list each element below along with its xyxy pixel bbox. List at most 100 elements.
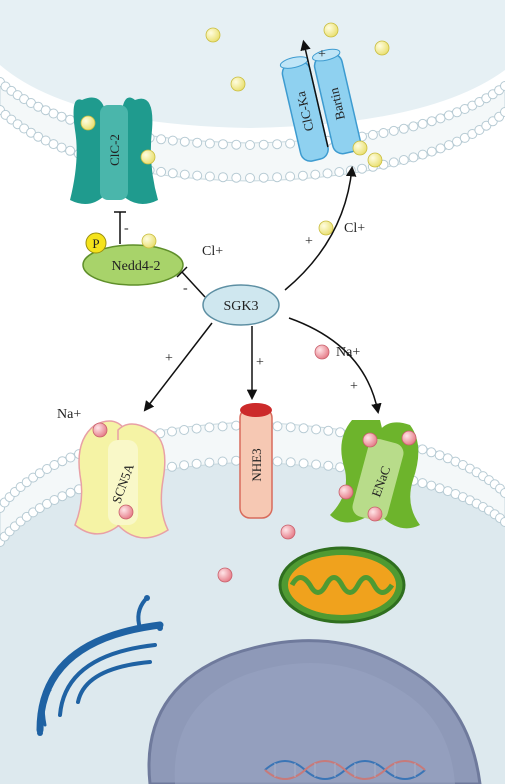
chloride-ion	[323, 22, 339, 38]
lipid-head	[56, 142, 67, 153]
lipid-head	[258, 172, 269, 183]
lipid-head	[357, 163, 367, 174]
lipid-head	[398, 155, 409, 165]
endoplasmic-reticulum	[36, 595, 164, 736]
lipid-head	[285, 138, 296, 149]
lipid-head	[48, 139, 59, 150]
lipid-head	[311, 424, 322, 435]
lipid-head	[417, 149, 428, 160]
sgk3-inhibits-nedd4	[176, 266, 206, 298]
lipid-head	[204, 457, 215, 468]
sodium-ion	[338, 484, 354, 500]
lipid-head	[323, 425, 334, 436]
top-membrane-outer-heads	[0, 77, 505, 150]
lipid-head	[426, 146, 437, 157]
sgk3-nhe3-plus-sign: +	[256, 355, 264, 370]
lipid-head	[156, 166, 167, 177]
sodium-ion	[92, 422, 108, 438]
lipid-head	[204, 171, 215, 182]
lipid-head	[398, 123, 409, 134]
scn5a-channel: SCN5A	[74, 420, 169, 539]
na-label-enac: Na+	[336, 345, 360, 360]
lipid-head	[65, 452, 76, 463]
sgk3-label: SGK3	[223, 299, 258, 314]
sgk3-node: SGK3	[202, 284, 280, 326]
lipid-head	[322, 168, 333, 179]
lipid-head	[323, 460, 334, 471]
lipid-head	[500, 81, 505, 91]
chloride-ion	[205, 27, 221, 43]
sgk3-to-clcka-arrow	[284, 165, 357, 291]
sgk3-scn5a-plus-sign: +	[165, 351, 173, 366]
nedd4-inhibits-clc2	[114, 211, 126, 244]
lipid-head	[231, 172, 242, 183]
lipid-head	[56, 111, 67, 122]
lipid-head	[49, 460, 60, 470]
lipid-head	[179, 169, 190, 180]
sodium-ion	[367, 506, 383, 522]
lipid-head	[192, 170, 203, 181]
lipid-head	[426, 447, 437, 458]
clcka-plus-sign: +	[318, 47, 326, 62]
nedd4-2-node: Nedd4-2	[82, 244, 184, 286]
chloride-ion	[374, 40, 390, 56]
lipid-head	[443, 140, 454, 151]
lipid-head	[285, 171, 296, 182]
chloride-ions	[80, 22, 390, 249]
lipid-head	[297, 170, 308, 181]
chloride-ion	[318, 220, 334, 236]
clcka-efflux-arrow	[300, 39, 329, 148]
mitochondrion	[278, 546, 406, 624]
nucleus-inner	[174, 663, 455, 784]
lipid-head	[408, 152, 419, 163]
lipid-head	[49, 495, 60, 505]
lipid-head	[204, 422, 215, 433]
lipid-head	[218, 172, 228, 183]
lipid-head	[258, 139, 269, 150]
lipid-head	[179, 136, 190, 147]
lipid-head	[57, 491, 68, 502]
lipid-head	[179, 425, 190, 435]
chloride-ion	[141, 233, 157, 249]
lipid-head	[65, 145, 76, 156]
lipid-head	[311, 459, 322, 470]
clc2-label: ClC-2	[107, 134, 122, 166]
lipid-head	[217, 456, 228, 467]
sodium-ion	[280, 524, 296, 540]
chloride-ion	[367, 152, 383, 168]
lipid-head	[191, 458, 202, 469]
sodium-ion	[118, 504, 134, 520]
sgk3-nedd4-minus-sign: -	[183, 281, 188, 296]
lipid-head	[285, 422, 296, 433]
lipid-head	[435, 113, 446, 124]
phospho-label: P	[92, 236, 99, 251]
chloride-ion	[140, 149, 156, 165]
sgk3-clcka-plus-sign: +	[305, 234, 313, 249]
nedd4-label: Nedd4-2	[112, 259, 161, 274]
lipid-head	[65, 487, 76, 498]
bartin-label: Bartin	[326, 86, 348, 122]
lipid-head	[417, 478, 428, 489]
lipid-head	[335, 462, 346, 473]
sodium-ion	[217, 567, 233, 583]
lipid-head	[167, 426, 177, 437]
lipid-head	[65, 114, 76, 125]
lipid-head	[378, 128, 389, 138]
na-label-scn5a: Na+	[57, 407, 81, 422]
clc2-channel: ClC-2	[70, 97, 158, 204]
lipid-head	[192, 137, 203, 148]
lipid-head	[388, 125, 399, 136]
sgk3-enac-plus-sign: +	[350, 379, 358, 394]
lipid-head	[57, 456, 68, 467]
chloride-ion	[352, 140, 368, 156]
lipid-head	[191, 423, 202, 434]
lipid-head	[500, 107, 505, 117]
dna-helix	[264, 760, 426, 780]
lipid-head	[500, 517, 505, 527]
nhe3-label: NHE3	[249, 448, 264, 481]
lipid-head	[245, 173, 255, 183]
lipid-head	[388, 157, 399, 168]
lipid-head	[408, 121, 419, 132]
chloride-ion	[230, 76, 246, 92]
